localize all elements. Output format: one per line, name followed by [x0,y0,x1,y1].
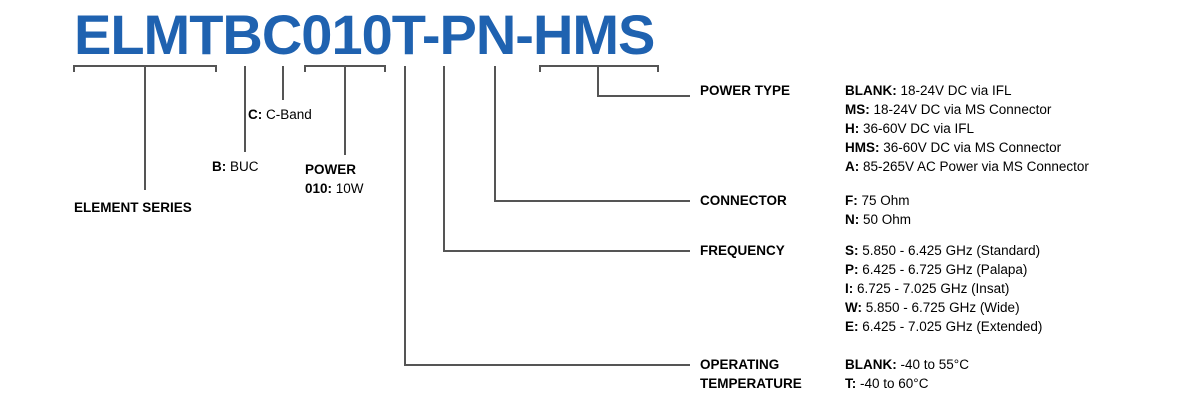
bracket-power-type [539,65,659,72]
option-value: -40 to 60°C [856,376,929,391]
group-power-type-options: BLANK: 18-24V DC via IFL MS: 18-24V DC v… [845,81,1089,176]
option-row: H: 36-60V DC via IFL [845,119,1089,138]
option-row: A: 85-265V AC Power via MS Connector [845,157,1089,176]
option-value: -40 to 55°C [896,357,969,372]
option-value: 6.425 - 7.025 GHz (Extended) [858,319,1043,334]
label-band-cband: C: C-Band [248,105,312,124]
option-code: HMS: [845,140,880,155]
option-code: N: [845,212,860,227]
option-value: 75 Ohm [857,193,910,208]
option-value: 36-60V DC via IFL [859,121,975,136]
option-code: BLANK: [845,83,897,98]
option-value: 18-24V DC via IFL [896,83,1012,98]
label-power-value-row: 010: 10W [305,179,364,198]
label-power: POWER 010: 10W [305,160,364,198]
option-row: I: 6.725 - 7.025 GHz (Insat) [845,279,1042,298]
group-operating-temperature-title: OPERATING TEMPERATURE [700,355,802,393]
group-operating-temperature-options: BLANK: -40 to 55°C T: -40 to 60°C [845,355,969,393]
option-row: T: -40 to 60°C [845,374,969,393]
option-code: W: [845,300,862,315]
option-row: N: 50 Ohm [845,210,911,229]
option-row: P: 6.425 - 6.725 GHz (Palapa) [845,260,1042,279]
option-code: E: [845,319,859,334]
option-code: MS: [845,102,870,117]
label-band-cband-code: C: [248,107,263,122]
option-code: BLANK: [845,357,897,372]
group-operating-temperature-title-line2: TEMPERATURE [700,376,802,391]
option-row: F: 75 Ohm [845,191,911,210]
option-row: E: 6.425 - 7.025 GHz (Extended) [845,317,1042,336]
option-value: 36-60V DC via MS Connector [879,140,1062,155]
option-row: BLANK: -40 to 55°C [845,355,969,374]
group-frequency-options: S: 5.850 - 6.425 GHz (Standard) P: 6.425… [845,241,1042,336]
option-code: I: [845,281,854,296]
option-code: F: [845,193,858,208]
option-code: P: [845,262,859,277]
option-row: HMS: 36-60V DC via MS Connector [845,138,1089,157]
option-value: 85-265V AC Power via MS Connector [859,159,1089,174]
label-power-code: 010: [305,181,333,196]
label-product-buc-value: BUC [226,159,259,174]
group-power-type-title: POWER TYPE [700,83,791,98]
part-number-title: ELMTBC010T-PN-HMS [74,3,655,66]
option-row: MS: 18-24V DC via MS Connector [845,100,1089,119]
option-value: 5.850 - 6.425 GHz (Standard) [858,243,1041,258]
option-value: 6.725 - 7.025 GHz (Insat) [853,281,1010,296]
leader-frequency [443,66,690,252]
option-value: 5.850 - 6.725 GHz (Wide) [862,300,1020,315]
leader-power-type [597,66,690,97]
label-power-value: 10W [332,181,364,196]
option-value: 6.425 - 6.725 GHz (Palapa) [858,262,1028,277]
label-product-buc-code: B: [212,159,227,174]
leader-connector [494,66,690,202]
option-row: S: 5.850 - 6.425 GHz (Standard) [845,241,1042,260]
leader-operating-temperature [404,66,690,366]
option-code: T: [845,376,857,391]
label-band-cband-value: C-Band [262,107,312,122]
option-value: 50 Ohm [859,212,912,227]
label-power-title: POWER [305,162,357,177]
option-code: S: [845,243,859,258]
group-frequency-title: FREQUENCY [700,243,785,258]
option-value: 18-24V DC via MS Connector [869,102,1052,117]
option-code: H: [845,121,860,136]
option-row: BLANK: 18-24V DC via IFL [845,81,1089,100]
group-connector-options: F: 75 Ohm N: 50 Ohm [845,191,911,229]
group-operating-temperature-title-line1: OPERATING [700,357,780,372]
label-product-buc: B: BUC [212,157,259,176]
option-row: W: 5.850 - 6.725 GHz (Wide) [845,298,1042,317]
option-code: A: [845,159,860,174]
label-element-series: ELEMENT SERIES [74,200,192,215]
group-connector-title: CONNECTOR [700,193,787,208]
